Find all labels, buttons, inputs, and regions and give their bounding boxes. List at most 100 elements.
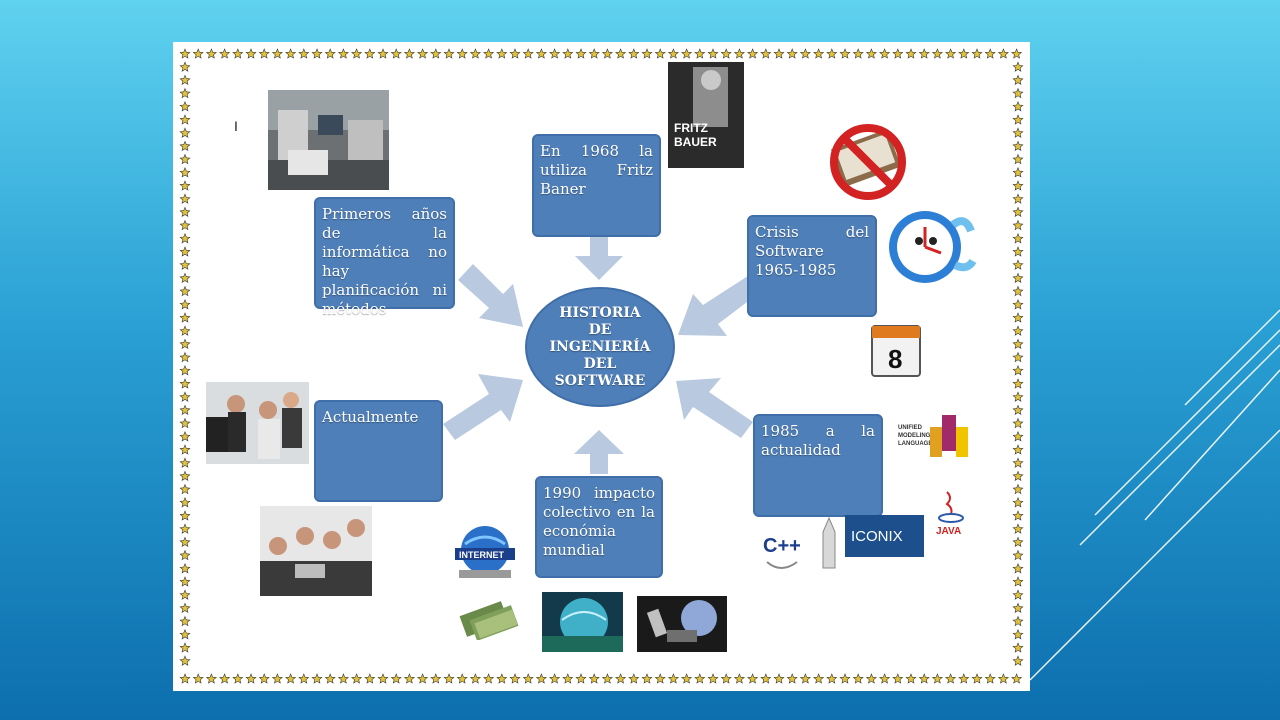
border-star — [799, 48, 811, 59]
border-star — [1012, 127, 1024, 138]
node-actualmente: Actualmente — [314, 400, 443, 502]
node-actualidad: 1985 a la actualidad — [753, 414, 883, 517]
border-star — [733, 48, 745, 59]
border-star — [1012, 404, 1024, 416]
border-star — [1012, 655, 1024, 666]
border-star — [179, 48, 191, 59]
border-star — [219, 673, 231, 684]
border-star — [892, 673, 904, 684]
border-star — [918, 673, 930, 684]
node-primeros-label: Primeros años de la informática no hay p… — [322, 205, 447, 318]
border-star — [179, 312, 191, 323]
border-star — [773, 48, 785, 59]
uml-logo: UNIFIED MODELING LANGUAGE — [896, 409, 980, 473]
border-star — [179, 127, 191, 138]
border-star — [601, 673, 613, 684]
border-star — [179, 549, 191, 561]
robot-hand-photo — [637, 596, 727, 652]
stray-mark: I — [234, 118, 238, 134]
star-border — [179, 48, 1024, 684]
border-star — [997, 48, 1009, 59]
iconix-label: ICONIX — [851, 528, 903, 545]
border-star — [179, 563, 191, 574]
border-star — [179, 673, 191, 684]
uml-text-line-3: LANGUAGE — [898, 441, 932, 447]
border-star — [1012, 272, 1024, 284]
border-star — [179, 510, 191, 521]
node-crisis: Crisis del Software 1965-1985 — [747, 215, 877, 317]
border-star — [549, 48, 561, 59]
office-workers-photo — [206, 382, 309, 464]
border-star — [1012, 206, 1024, 218]
border-star — [390, 48, 402, 59]
border-star — [192, 673, 204, 684]
no-books-icon — [826, 118, 913, 202]
border-star — [1012, 180, 1024, 191]
border-star — [403, 48, 415, 59]
border-star — [377, 48, 389, 59]
border-star — [1012, 510, 1024, 521]
border-star — [958, 673, 970, 684]
calendar-icon: 8 — [868, 318, 926, 380]
fritz-bauer-book-photo: FRITZ BAUER — [668, 62, 744, 168]
border-star — [826, 48, 838, 59]
border-star — [1012, 101, 1024, 112]
border-star — [945, 48, 957, 59]
border-star — [799, 673, 811, 684]
node-impacto: 1990 impacto colectivo en la económia mu… — [535, 476, 663, 578]
border-star — [1012, 74, 1024, 86]
arrow-from-actualidad — [676, 378, 753, 438]
border-star — [852, 673, 864, 684]
border-star — [1012, 431, 1024, 442]
border-star — [377, 673, 389, 684]
border-star — [1012, 576, 1024, 587]
border-star — [298, 673, 310, 684]
node-actualmente-label: Actualmente — [322, 408, 419, 426]
border-star — [1012, 602, 1024, 614]
border-star — [1012, 193, 1024, 204]
arrow-from-actualmente — [443, 374, 523, 440]
border-star — [549, 673, 561, 684]
book-title-2: BAUER — [674, 135, 717, 149]
border-star — [179, 87, 191, 99]
border-star — [892, 48, 904, 59]
border-star — [179, 536, 191, 548]
border-star — [839, 48, 851, 59]
border-star — [865, 673, 877, 684]
node-impacto-label: 1990 impacto colectivo en la económia mu… — [543, 484, 655, 559]
border-star — [285, 673, 297, 684]
border-star — [364, 48, 376, 59]
border-star — [364, 673, 376, 684]
calendar-number: 8 — [888, 344, 902, 374]
border-star — [1012, 417, 1024, 429]
border-star — [1012, 589, 1024, 600]
border-star — [997, 673, 1009, 684]
border-star — [430, 48, 442, 59]
border-star — [179, 417, 191, 429]
border-star — [509, 673, 521, 684]
digital-globe-photo — [542, 592, 623, 652]
border-star — [324, 48, 336, 59]
border-star — [205, 673, 217, 684]
border-star — [390, 673, 402, 684]
iconix-logo: ICONIX — [845, 515, 924, 557]
border-star — [179, 101, 191, 112]
border-star — [1012, 219, 1024, 231]
border-star — [417, 48, 429, 59]
border-star — [179, 193, 191, 204]
border-star — [179, 246, 191, 257]
border-star — [813, 673, 825, 684]
border-star — [562, 673, 574, 684]
border-star — [179, 483, 191, 495]
border-star — [258, 48, 270, 59]
border-star — [1012, 299, 1024, 310]
arrow-from-impacto — [574, 430, 624, 474]
border-star — [179, 325, 191, 336]
border-star — [839, 673, 851, 684]
border-star — [179, 431, 191, 442]
center-node: HISTORIA DE INGENIERÍA DEL SOFTWARE — [525, 287, 675, 407]
border-star — [456, 48, 468, 59]
border-star — [588, 48, 600, 59]
border-star — [179, 470, 191, 482]
border-star — [1012, 167, 1024, 178]
